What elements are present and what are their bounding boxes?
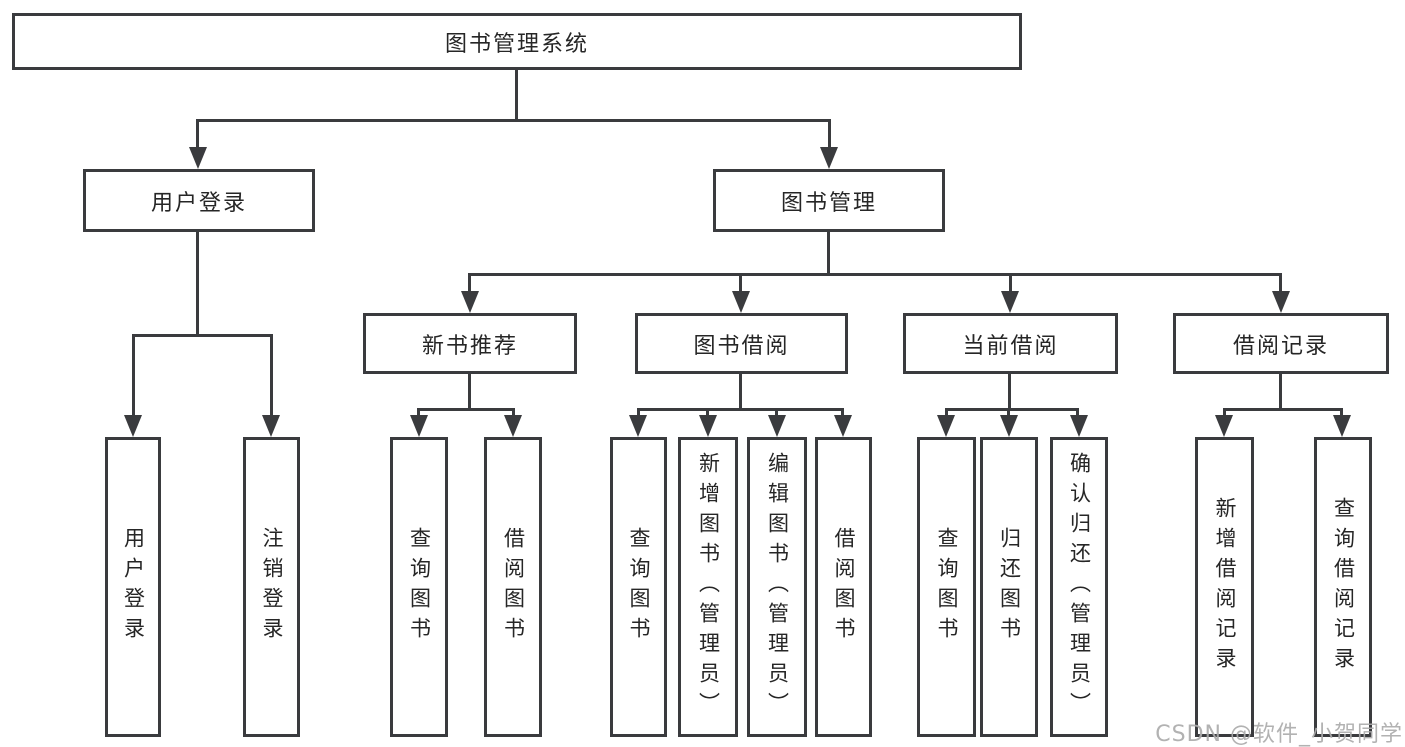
- node-leaf-add-books-admin: 新增图书（管理员）: [678, 437, 738, 737]
- node-leaf-borrow-books-recommend: 借阅图书: [484, 437, 542, 737]
- node-label: 借阅记录: [1232, 333, 1329, 359]
- connector-arrow: [504, 415, 522, 437]
- connector-line: [196, 119, 199, 147]
- connector-arrow: [732, 291, 750, 313]
- node-label: 当前借阅: [962, 333, 1059, 359]
- node-label: 图书管理: [780, 190, 877, 216]
- connector-arrow: [410, 415, 428, 437]
- node-leaf-edit-books-admin: 编辑图书（管理员）: [747, 437, 807, 737]
- connector-line: [1223, 408, 1226, 415]
- connector-line: [945, 408, 1079, 411]
- node-leaf-return-books: 归还图书: [980, 437, 1038, 737]
- connector-line: [1007, 408, 1010, 415]
- node-leaf-query-books-current: 查询图书: [917, 437, 976, 737]
- node-label: 编辑图书（管理员）: [765, 452, 790, 722]
- connector-line: [1223, 408, 1343, 411]
- node-leaf-query-borrow-record: 查询借阅记录: [1314, 437, 1372, 737]
- connector-line: [132, 334, 135, 415]
- node-label: 查询图书: [627, 527, 652, 647]
- node-label: 用户登录: [150, 190, 247, 216]
- connector-arrow: [189, 147, 207, 169]
- connector-arrow: [1272, 291, 1290, 313]
- node-label: 查询借阅记录: [1331, 497, 1356, 677]
- connector-arrow: [1070, 415, 1088, 437]
- connector-line: [1279, 273, 1282, 291]
- connector-arrow: [461, 291, 479, 313]
- connector-arrow: [937, 415, 955, 437]
- node-new-book-recommend: 新书推荐: [363, 313, 577, 374]
- connector-arrow: [834, 415, 852, 437]
- node-leaf-query-books-recommend: 查询图书: [390, 437, 448, 737]
- connector-line: [468, 273, 471, 291]
- connector-line: [637, 408, 640, 415]
- node-system-root: 图书管理系统: [12, 13, 1022, 70]
- connector-arrow: [629, 415, 647, 437]
- connector-arrow: [1333, 415, 1351, 437]
- connector-line: [1076, 408, 1079, 415]
- connector-line: [132, 334, 273, 337]
- node-leaf-borrow-books: 借阅图书: [815, 437, 872, 737]
- connector-line: [828, 119, 831, 147]
- connector-line: [515, 70, 518, 119]
- connector-line: [827, 232, 830, 273]
- node-label: 借阅图书: [501, 527, 526, 647]
- node-user-login: 用户登录: [83, 169, 315, 232]
- connector-arrow: [262, 415, 280, 437]
- connector-line: [706, 408, 709, 415]
- node-label: 图书借阅: [693, 333, 790, 359]
- connector-line: [196, 232, 199, 334]
- node-label: 新增借阅记录: [1213, 497, 1238, 677]
- connector-line: [739, 273, 742, 291]
- node-label: 归还图书: [997, 527, 1022, 647]
- node-current-borrow: 当前借阅: [903, 313, 1118, 374]
- connector-line: [841, 408, 844, 415]
- connector-arrow: [1001, 291, 1019, 313]
- connector-line: [468, 374, 471, 408]
- node-borrow-records: 借阅记录: [1173, 313, 1389, 374]
- node-leaf-logout: 注销登录: [243, 437, 300, 737]
- connector-line: [945, 408, 948, 415]
- connector-line: [468, 273, 1282, 276]
- connector-line: [739, 374, 742, 408]
- connector-line: [270, 334, 273, 415]
- connector-line: [417, 408, 420, 415]
- connector-arrow: [1215, 415, 1233, 437]
- connector-line: [1279, 374, 1282, 408]
- connector-line: [637, 408, 844, 411]
- node-label: 注销登录: [260, 527, 285, 647]
- node-book-borrow: 图书借阅: [635, 313, 848, 374]
- connector-line: [1340, 408, 1343, 415]
- node-book-management: 图书管理: [713, 169, 945, 232]
- connector-line: [1009, 273, 1012, 291]
- connector-arrow: [768, 415, 786, 437]
- node-label: 查询图书: [935, 527, 960, 647]
- node-leaf-confirm-return-admin: 确认归还（管理员）: [1050, 437, 1108, 737]
- watermark-text: CSDN @软件_小贺同学: [1155, 722, 1403, 747]
- node-leaf-query-books-borrow: 查询图书: [610, 437, 667, 737]
- connector-line: [417, 408, 515, 411]
- node-leaf-add-borrow-record: 新增借阅记录: [1195, 437, 1254, 737]
- node-label: 新增图书（管理员）: [696, 452, 721, 722]
- node-label: 图书管理系统: [444, 31, 589, 57]
- connector-line: [512, 408, 515, 415]
- node-label: 借阅图书: [832, 527, 857, 647]
- connector-arrow: [699, 415, 717, 437]
- node-label: 确认归还（管理员）: [1067, 452, 1092, 722]
- node-label: 查询图书: [407, 527, 432, 647]
- connector-arrow: [124, 415, 142, 437]
- connector-line: [1008, 374, 1011, 408]
- connector-arrow: [1000, 415, 1018, 437]
- connector-line: [196, 119, 831, 122]
- node-label: 新书推荐: [421, 333, 518, 359]
- node-label: 用户登录: [121, 527, 146, 647]
- node-leaf-login: 用户登录: [105, 437, 161, 737]
- connector-line: [775, 408, 778, 415]
- connector-arrow: [820, 147, 838, 169]
